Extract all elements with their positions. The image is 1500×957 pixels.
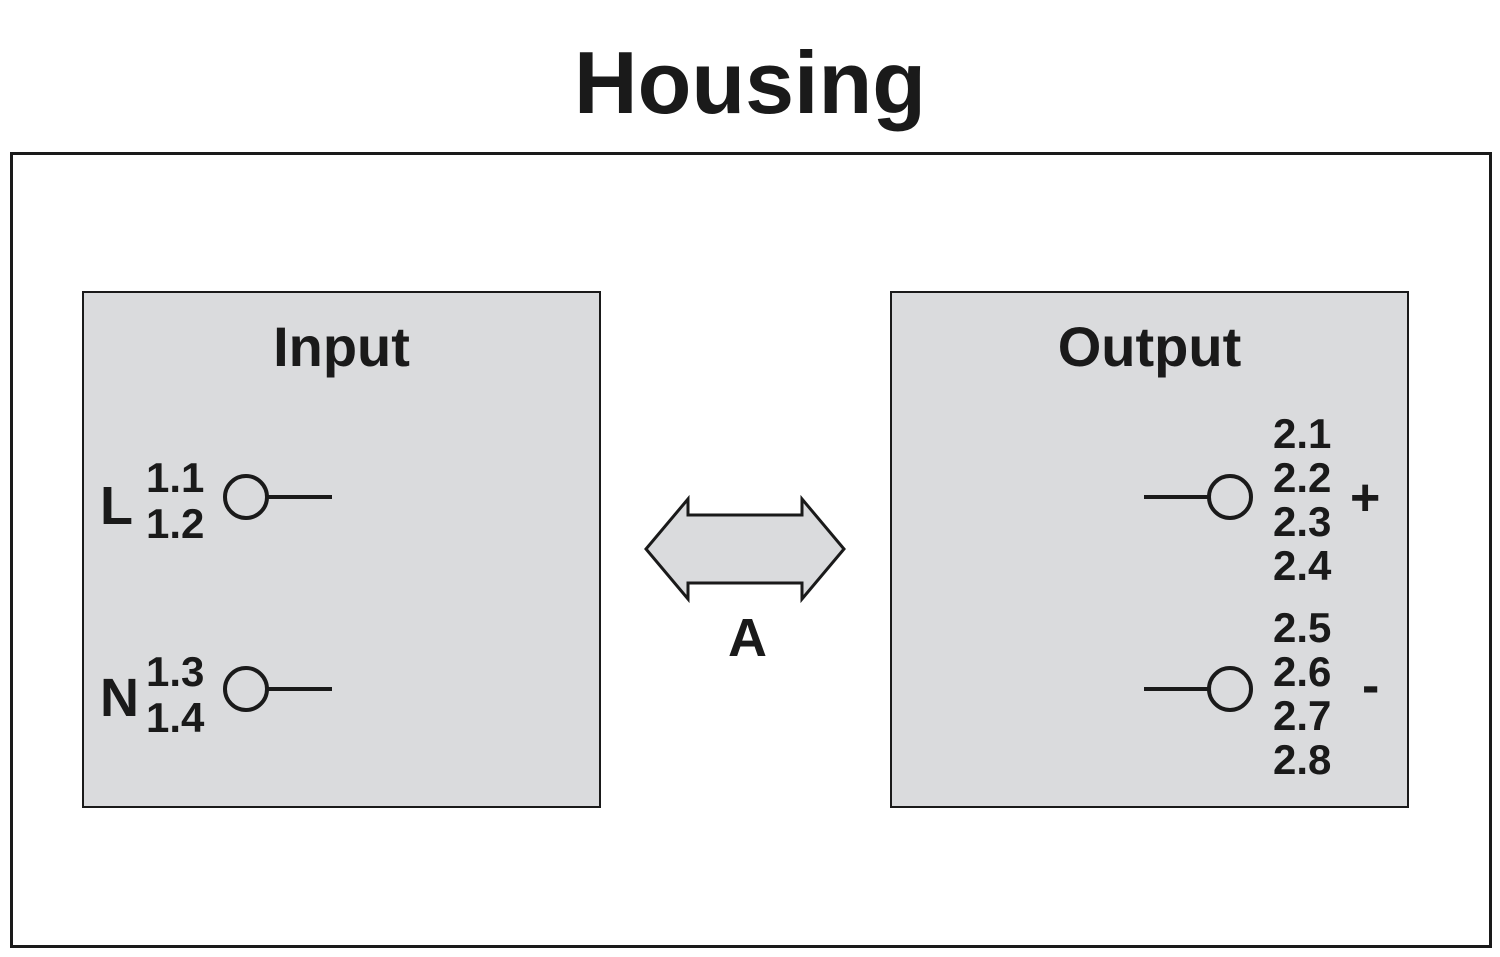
input-title: Input	[273, 315, 410, 378]
output-pin-label: 2.4	[1273, 542, 1332, 589]
input-pin-label: 1.4	[146, 694, 205, 741]
input-terminal-n-letter: N	[100, 668, 139, 728]
housing-frame	[10, 152, 1492, 948]
input-terminal-n-circle	[223, 666, 269, 712]
output-pin-label: 2.5	[1273, 604, 1332, 651]
input-panel: Input	[82, 291, 601, 808]
positive-sign: +	[1350, 469, 1381, 527]
input-terminal-l-circle	[223, 474, 269, 520]
input-terminal-l-letter: L	[100, 476, 133, 536]
output-title: Output	[1057, 315, 1242, 378]
output-pin-label: 2.2	[1273, 454, 1332, 501]
input-pin-label: 1.1	[146, 454, 205, 501]
output-pin-label: 2.3	[1273, 498, 1332, 545]
output-panel: Output	[890, 291, 1409, 808]
connection-label: A	[728, 608, 767, 668]
output-terminal-positive-circle	[1207, 474, 1253, 520]
output-pin-label: 2.7	[1273, 692, 1332, 739]
output-pin-label: 2.8	[1273, 736, 1332, 783]
diagram-title: Housing	[574, 33, 926, 132]
double-arrow-icon	[644, 494, 846, 604]
output-pin-label: 2.1	[1273, 410, 1332, 457]
input-pin-label: 1.2	[146, 500, 205, 547]
output-pin-label: 2.6	[1273, 648, 1332, 695]
output-terminal-negative-circle	[1207, 666, 1253, 712]
input-pin-label: 1.3	[146, 648, 205, 695]
negative-sign: -	[1362, 657, 1380, 715]
